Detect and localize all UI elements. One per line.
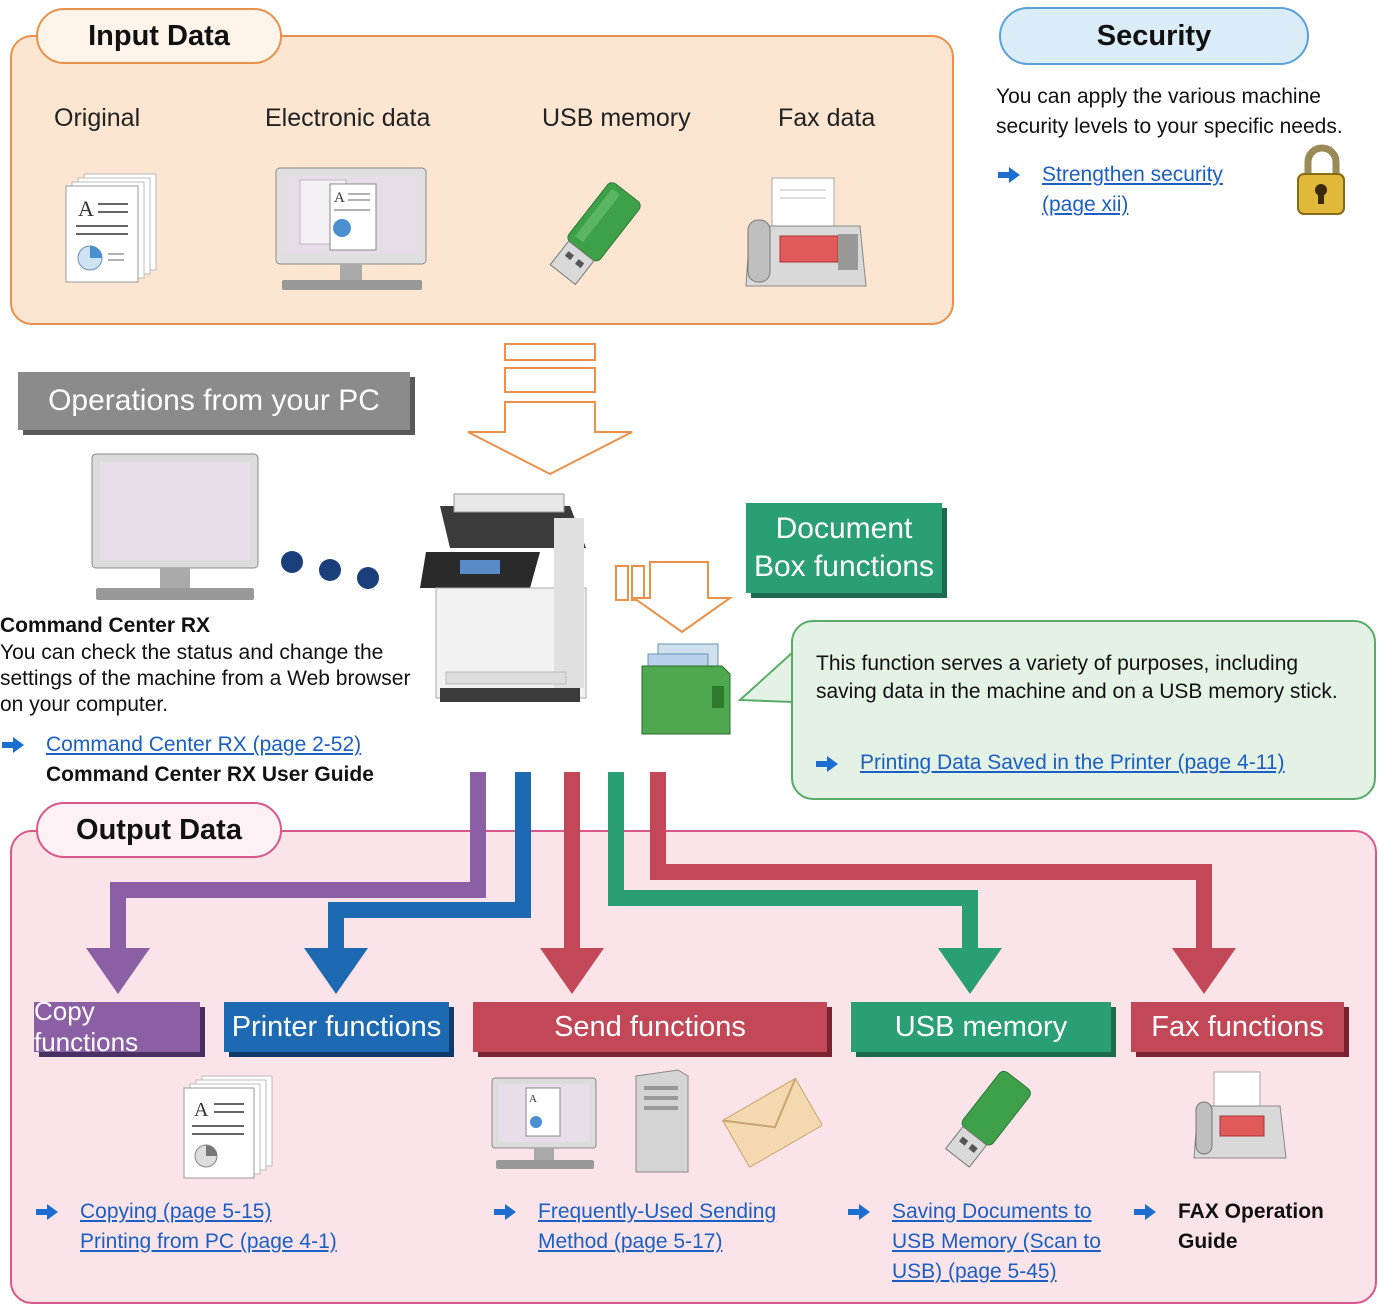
document-box-description: This function serves a variety of purpos… (816, 652, 1338, 703)
input-item-fax: Fax data (778, 104, 876, 132)
padlock-icon (1297, 144, 1345, 215)
bubble-pointer (737, 650, 796, 710)
arrow-bullet-icon (848, 1204, 870, 1220)
input-item-original: Original (54, 104, 141, 132)
document-stack-icon: A (65, 173, 157, 283)
copying-link[interactable]: Copying (page 5-15) (80, 1200, 272, 1223)
usb-memory-label: USB memory (851, 1002, 1111, 1052)
saving-to-usb-link-page[interactable]: USB) (page 5-45) (892, 1260, 1057, 1283)
command-center-guide: Command Center RX User Guide (46, 763, 374, 786)
printing-from-pc-link[interactable]: Printing from PC (page 4-1) (80, 1230, 337, 1253)
strengthen-security-link[interactable]: Strengthen security (1042, 163, 1223, 186)
security-description: You can apply the various machine securi… (996, 85, 1343, 138)
command-center-title: Command Center RX (0, 614, 211, 637)
svg-text:A: A (194, 1099, 209, 1121)
server-tower-icon (635, 1069, 689, 1173)
document-stack-icon: A (183, 1075, 273, 1179)
input-item-electronic: Electronic data (265, 104, 431, 132)
document-box-label-line2: Box functions (753, 550, 935, 583)
sending-method-link[interactable]: Frequently-Used Sending (538, 1200, 777, 1223)
input-data-title: Input Data (36, 8, 282, 64)
security-title: Security (999, 7, 1309, 65)
printing-saved-data-link[interactable]: Printing Data Saved in the Printer (page… (860, 751, 1285, 774)
multifunction-printer-icon (420, 493, 587, 702)
input-item-usb: USB memory (542, 104, 691, 132)
send-monitor-icon: A (491, 1077, 597, 1169)
fax-operation-guide-line1: FAX Operation (1178, 1200, 1324, 1223)
operations-from-pc-label: Operations from your PC (18, 372, 410, 430)
usb-memory-icon (549, 182, 641, 286)
arrow-bullet-icon (1134, 1204, 1156, 1220)
usb-memory-icon (944, 1070, 1031, 1168)
send-functions-label: Send functions (473, 1002, 827, 1052)
email-envelope-icon (722, 1077, 822, 1168)
svg-text:A: A (529, 1093, 537, 1105)
sending-method-link-page[interactable]: Method (page 5-17) (538, 1230, 723, 1253)
output-data-title: Output Data (36, 802, 282, 858)
arrow-bullet-icon (36, 1204, 58, 1220)
monitor-document-icon: A (275, 167, 427, 290)
arrow-bullet-icon (2, 737, 24, 753)
fax-operation-guide-line2: Guide (1178, 1230, 1238, 1253)
fax-functions-label: Fax functions (1131, 1002, 1344, 1052)
computer-monitor-icon (91, 453, 259, 600)
arrow-bullet-icon (494, 1204, 516, 1220)
command-center-link[interactable]: Command Center RX (page 2-52) (46, 733, 362, 756)
document-box-label-line1: Document (775, 512, 913, 545)
strengthen-security-link-page[interactable]: (page xii) (1042, 193, 1129, 216)
svg-text:A: A (78, 196, 94, 221)
saving-to-usb-link[interactable]: Saving Documents to (892, 1200, 1092, 1223)
ellipsis-dots-icon (281, 551, 379, 589)
fax-machine-icon (745, 177, 867, 287)
copy-functions-label: Copy functions (34, 996, 200, 1057)
svg-text:A: A (334, 190, 345, 206)
input-flow-arrow (467, 343, 633, 476)
command-center-description: You can check the status and change the … (0, 641, 411, 716)
arrow-bullet-icon (998, 167, 1020, 183)
fax-machine-icon (1193, 1071, 1287, 1159)
document-box-icon (641, 643, 731, 735)
saving-to-usb-link-2[interactable]: USB Memory (Scan to (892, 1230, 1101, 1253)
arrow-bullet-icon (816, 756, 838, 772)
document-box-bubble (791, 620, 1376, 800)
printer-functions-label: Printer functions (224, 1002, 449, 1052)
document-box-flow-arrow (615, 561, 734, 634)
